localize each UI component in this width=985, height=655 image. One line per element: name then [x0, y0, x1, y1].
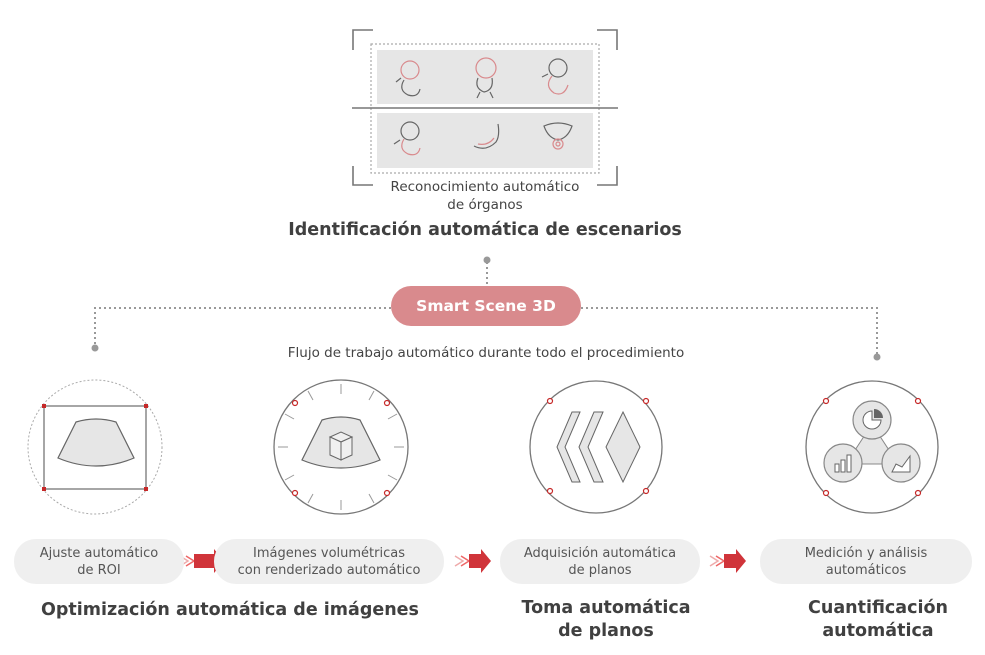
pill-label: automáticos	[825, 562, 907, 578]
group-title-optimization: Optimización automática de imágenes	[41, 600, 419, 620]
placenta-icon	[473, 123, 500, 149]
step-pill-analysis: Medición y análisis automáticos	[760, 539, 972, 584]
group-title-line1: Cuantificación	[808, 598, 948, 618]
group-title-line2: de planos	[558, 621, 654, 641]
fetus-body-icon	[393, 121, 421, 156]
organ-caption-line1: Reconocimiento automático	[384, 179, 586, 195]
pill-label: Medición y análisis	[804, 545, 928, 561]
step-pill-volume: Imágenes volumétricas con renderizado au…	[214, 539, 444, 584]
organ-recognition-frame	[352, 29, 618, 186]
pill-label: Ajuste automático	[39, 545, 159, 561]
group-title-line1: Toma automática	[521, 598, 691, 618]
arrow-right-icon	[454, 549, 491, 573]
page-title: Identificación automática de escenarios	[288, 220, 682, 240]
organ-caption: Reconocimiento automático de órganos	[355, 178, 615, 214]
pill-label: Imágenes volumétricas	[253, 545, 405, 561]
smart-scene-hub: Smart Scene 3D	[391, 286, 581, 326]
fetus-face-icon	[475, 57, 497, 99]
arrow-right-icon	[709, 549, 746, 573]
workflow-caption: Flujo de trabajo automático durante todo…	[287, 345, 685, 361]
pill-label: Adquisición automática	[523, 545, 677, 561]
analysis-chart-icon	[805, 380, 939, 514]
pill-label: de ROI	[77, 562, 121, 578]
planes-icon	[529, 380, 663, 514]
step-pill-planes: Adquisición automática de planos	[500, 539, 700, 584]
pill-label: con renderizado automático	[237, 562, 421, 578]
organ-caption-line2: de órganos	[447, 197, 523, 213]
fetus-head-icon	[395, 60, 421, 97]
pelvis-icon	[543, 122, 573, 150]
group-title-quantification: Cuantificación automática	[748, 597, 985, 643]
roi-fan-icon	[27, 379, 163, 515]
group-title-line2: automática	[822, 621, 934, 641]
group-title-planes: Toma automática de planos	[476, 597, 736, 643]
pill-label: de planos	[568, 562, 632, 578]
volume-cube-icon	[273, 379, 409, 515]
connector-lines	[94, 262, 878, 354]
step-pill-roi: Ajuste automático de ROI	[14, 539, 184, 584]
fetus-profile-icon	[541, 58, 569, 95]
